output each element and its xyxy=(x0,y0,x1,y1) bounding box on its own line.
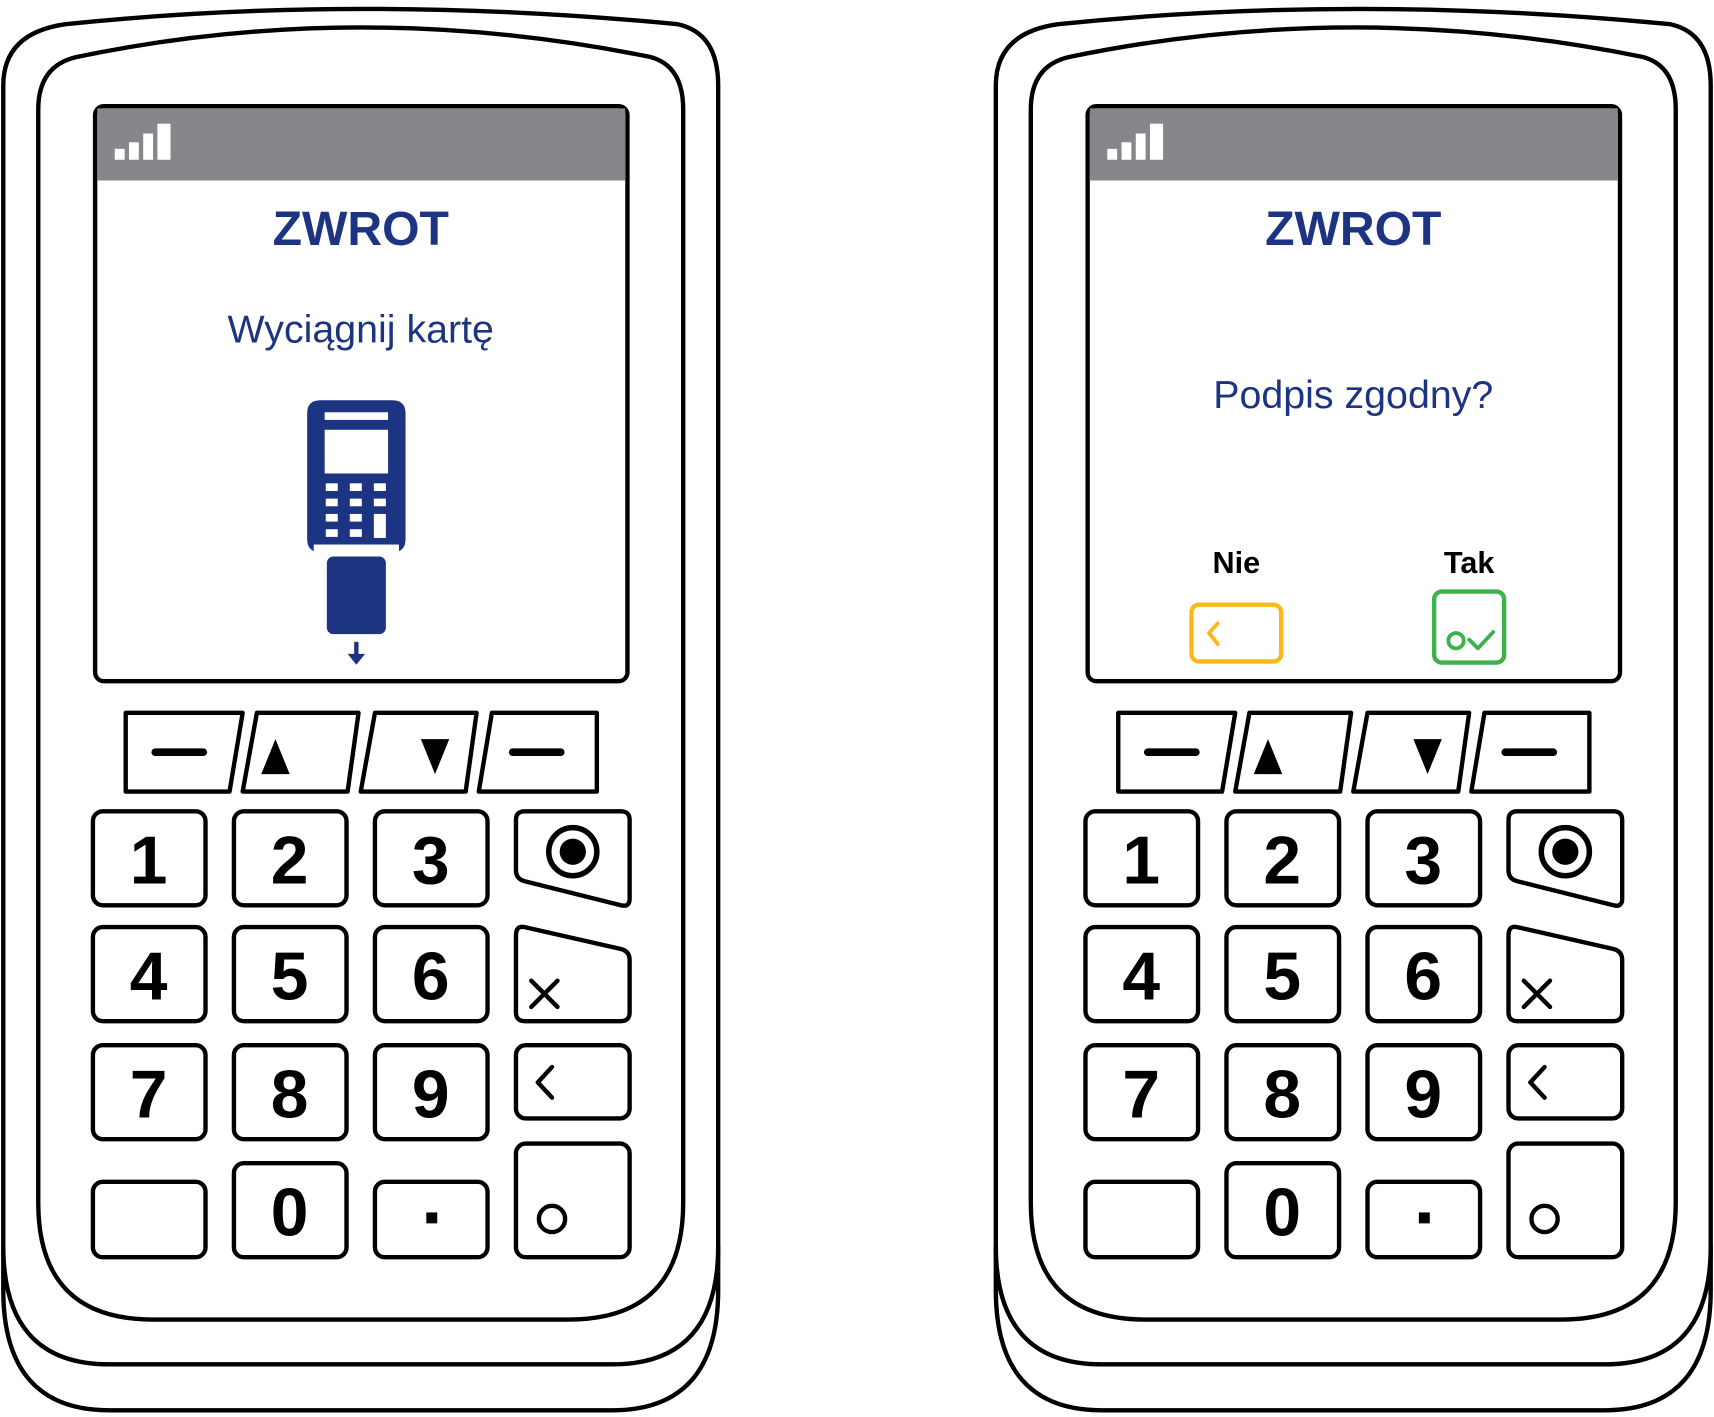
key-4[interactable]: 4 xyxy=(1083,924,1201,1024)
backspace-key[interactable] xyxy=(513,1042,632,1121)
key-label: 8 xyxy=(1263,1057,1301,1132)
key-label: 8 xyxy=(271,1057,309,1132)
key-label xyxy=(426,1212,438,1224)
function-key[interactable] xyxy=(513,809,632,908)
key-label: 0 xyxy=(1263,1175,1301,1250)
key-label: 7 xyxy=(1122,1057,1160,1132)
key-label: 5 xyxy=(1263,939,1301,1014)
screen: ZWROT Podpis zgodny? Nie Tak xyxy=(1085,104,1623,684)
arrow-down-icon xyxy=(1413,739,1442,775)
key-8[interactable]: 8 xyxy=(1224,1042,1342,1142)
enter-icon xyxy=(1431,589,1507,665)
key-5[interactable]: 5 xyxy=(1224,924,1342,1024)
key-label: 6 xyxy=(412,939,450,1014)
cancel-key[interactable] xyxy=(1506,924,1625,1024)
key-7[interactable]: 7 xyxy=(90,1042,208,1142)
soft-key-2[interactable] xyxy=(240,710,361,794)
key-dot[interactable] xyxy=(1365,1179,1483,1260)
signal-strength-icon xyxy=(114,123,171,160)
backspace-icon xyxy=(535,1064,555,1100)
arrow-down-icon xyxy=(420,739,450,775)
key-label: 4 xyxy=(1122,939,1160,1014)
soft-key-1[interactable] xyxy=(123,710,245,794)
option-yes[interactable]: Tak xyxy=(1431,546,1507,665)
key-blank[interactable] xyxy=(90,1179,208,1260)
terminal-base-edge xyxy=(1,1246,721,1367)
key-9[interactable]: 9 xyxy=(1365,1042,1483,1142)
key-9[interactable]: 9 xyxy=(372,1042,490,1142)
screen: ZWROT Wyciągnij kartę xyxy=(92,104,630,684)
key-8[interactable]: 8 xyxy=(231,1042,349,1142)
key-3[interactable]: 3 xyxy=(372,809,490,908)
soft-key-2[interactable] xyxy=(1233,710,1354,794)
backspace-key[interactable] xyxy=(1506,1042,1625,1121)
key-label: 4 xyxy=(130,939,168,1014)
enter-key[interactable] xyxy=(513,1141,632,1260)
key-label: 6 xyxy=(1404,939,1442,1014)
key-2[interactable]: 2 xyxy=(231,809,349,908)
remove-card-icon xyxy=(307,400,406,665)
key-dot[interactable] xyxy=(372,1179,490,1260)
key-label: 9 xyxy=(1404,1057,1442,1132)
key-label: 9 xyxy=(412,1057,450,1132)
key-0[interactable]: 0 xyxy=(231,1161,349,1260)
key-label: 1 xyxy=(130,823,168,898)
enter-icon xyxy=(536,1203,568,1235)
screen-title: ZWROT xyxy=(273,202,449,256)
key-label: 2 xyxy=(1263,823,1301,898)
cancel-key[interactable] xyxy=(513,924,632,1024)
key-label: 7 xyxy=(130,1057,168,1132)
cancel-icon xyxy=(1521,978,1553,1010)
key-label: 0 xyxy=(271,1175,309,1250)
signal-strength-icon xyxy=(1107,123,1164,160)
status-bar xyxy=(97,108,626,181)
arrow-up-icon xyxy=(261,739,290,775)
function-icon xyxy=(1538,824,1593,879)
key-blank[interactable] xyxy=(1083,1179,1201,1260)
terminal-left: ZWROT Wyciągnij kartę 1 2 3 4 5 6 7 8 9 0 xyxy=(1,6,721,1413)
key-3[interactable]: 3 xyxy=(1365,809,1483,908)
key-label: 3 xyxy=(1404,823,1442,898)
soft-key-4[interactable] xyxy=(1469,710,1592,794)
screen-message: Podpis zgodny? xyxy=(1213,373,1493,417)
key-6[interactable]: 6 xyxy=(1365,924,1483,1024)
backspace-icon xyxy=(1189,602,1284,664)
cancel-icon xyxy=(529,978,560,1010)
key-label: 2 xyxy=(271,823,309,898)
key-label: 5 xyxy=(271,939,309,1014)
key-0[interactable]: 0 xyxy=(1224,1161,1342,1260)
key-7[interactable]: 7 xyxy=(1083,1042,1201,1142)
key-label: 3 xyxy=(412,823,450,898)
arrow-up-icon xyxy=(1253,739,1283,775)
soft-key-1[interactable] xyxy=(1116,710,1238,794)
key-label xyxy=(1418,1212,1430,1224)
enter-key[interactable] xyxy=(1506,1141,1625,1260)
key-1[interactable]: 1 xyxy=(90,809,208,908)
backspace-icon xyxy=(1528,1064,1547,1100)
option-no-label: Nie xyxy=(1213,546,1261,580)
function-key[interactable] xyxy=(1506,809,1625,908)
soft-key-3[interactable] xyxy=(358,710,479,794)
option-no[interactable]: Nie xyxy=(1189,546,1284,664)
key-5[interactable]: 5 xyxy=(231,924,349,1024)
option-yes-label: Tak xyxy=(1444,546,1495,580)
status-bar xyxy=(1089,108,1618,181)
screen-title: ZWROT xyxy=(1265,202,1441,256)
key-6[interactable]: 6 xyxy=(372,924,490,1024)
soft-key-3[interactable] xyxy=(1351,710,1472,794)
terminal-base-edge xyxy=(993,1246,1713,1367)
terminal-right: ZWROT Podpis zgodny? Nie Tak 1 2 3 4 5 6 7 8 9 0 xyxy=(993,6,1713,1413)
key-label: 1 xyxy=(1122,823,1160,898)
screen-message: Wyciągnij kartę xyxy=(228,307,494,351)
key-4[interactable]: 4 xyxy=(90,924,208,1024)
enter-icon xyxy=(1529,1203,1560,1235)
function-icon xyxy=(546,824,600,879)
key-1[interactable]: 1 xyxy=(1083,809,1201,908)
soft-key-4[interactable] xyxy=(476,710,600,794)
key-2[interactable]: 2 xyxy=(1224,809,1342,908)
